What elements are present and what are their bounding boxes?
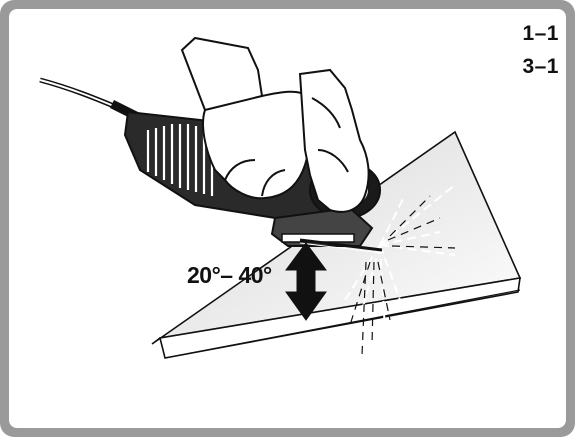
gloved-hands-icon — [180, 36, 370, 213]
power-cord — [39, 77, 143, 123]
reference-label-1: 1–1 — [522, 22, 559, 45]
double-arrow-icon — [285, 242, 327, 321]
reference-label-2: 3–1 — [522, 55, 559, 78]
sparks-below — [349, 195, 456, 356]
sparks — [344, 184, 456, 331]
angle-range-label: 20°– 40° — [187, 262, 272, 288]
